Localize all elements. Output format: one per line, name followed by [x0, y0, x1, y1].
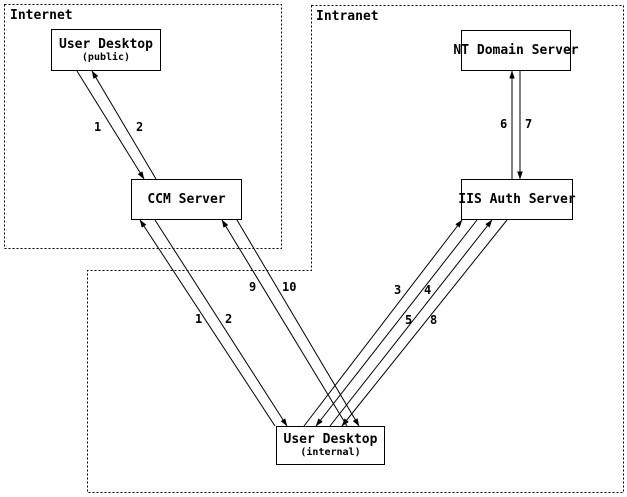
node-user-desktop-internal: User Desktop (internal)	[276, 426, 385, 465]
edge-label-2-public: 2	[136, 120, 144, 134]
edge-label-2-internal: 2	[225, 312, 233, 326]
edge-label-4: 4	[424, 283, 432, 297]
node-user-desktop-internal-title: User Desktop	[283, 432, 378, 447]
internet-region-border	[4, 4, 282, 249]
node-user-desktop-public-title: User Desktop	[59, 36, 153, 52]
edge-label-5: 5	[405, 313, 413, 327]
edge-5-ud-internal-to-iis-line	[329, 219, 493, 427]
edge-label-8: 8	[430, 313, 438, 327]
edge-9-ud-internal-to-ccm-line	[221, 219, 348, 427]
node-user-desktop-public-subtitle: (public)	[81, 51, 131, 63]
edge-label-1-internal: 1	[195, 312, 203, 326]
node-iis-auth-server-title: IIS Auth Server	[458, 191, 576, 207]
edge-4-iis-to-ud-internal-line	[315, 219, 478, 427]
node-ccm-server-title: CCM Server	[147, 191, 226, 207]
intranet-region-label: Intranet	[316, 9, 379, 24]
edge-label-7: 7	[525, 117, 533, 131]
edge-2-ccm-to-ud-internal-line	[154, 219, 288, 427]
edge-label-6: 6	[500, 117, 508, 131]
edge-label-3: 3	[394, 283, 402, 297]
edge-1-ud-public-to-ccm-line	[76, 70, 145, 180]
edge-8-iis-to-ud-internal-line	[341, 219, 508, 427]
edge-label-10: 10	[282, 280, 297, 294]
intranet-region-border	[87, 5, 624, 493]
edge-3-ud-internal-to-iis-line	[303, 219, 463, 427]
edge-2-ccm-to-ud-public-line	[91, 70, 157, 180]
node-iis-auth-server: IIS Auth Server	[458, 179, 576, 220]
node-user-desktop-internal-subtitle: (internal)	[300, 447, 361, 458]
node-nt-domain-server: NT Domain Server	[453, 30, 579, 71]
edge-label-9: 9	[249, 280, 257, 294]
node-nt-domain-server-title: NT Domain Server	[453, 42, 579, 58]
node-ccm-server: CCM Server	[131, 179, 242, 220]
internet-region-label: Internet	[10, 8, 73, 23]
edge-label-1-public: 1	[94, 120, 102, 134]
edge-1-ud-internal-to-ccm-line	[139, 219, 276, 427]
node-user-desktop-public: User Desktop (public)	[51, 29, 161, 71]
edge-10-ccm-to-ud-internal-line	[236, 219, 360, 427]
